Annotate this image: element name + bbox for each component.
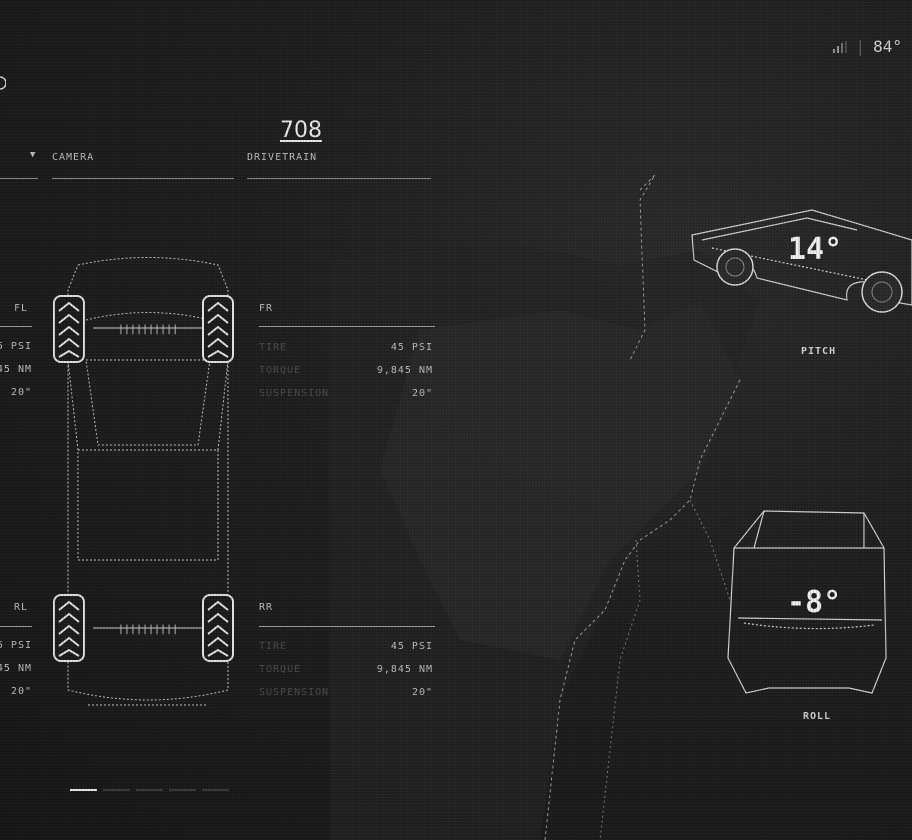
wheel-rl-tire: 45 PSI [0, 640, 32, 651]
speed-readout: 708 [280, 118, 322, 143]
wheel-rl-torque: 9,845 NM [0, 663, 32, 674]
tire-fr-icon[interactable] [202, 295, 234, 363]
tire-rr-icon[interactable] [202, 594, 234, 662]
axle-front-ticks: |||||||||| [118, 324, 178, 335]
temperature-readout: 84° [873, 37, 902, 56]
wheel-fr-suspension: 20" [411, 388, 433, 399]
chevron-down-icon[interactable]: ▼ [30, 150, 36, 160]
wheel-rr-label: RR [259, 602, 274, 613]
wheel-fl-tire: 45 PSI [0, 341, 32, 352]
page-dot-1[interactable] [70, 789, 97, 791]
wheel-rr-suspension: 20" [411, 687, 433, 698]
wheel-rl-specs: 45 PSI 9,845 NM 20" [0, 634, 32, 703]
tab-camera[interactable]: CAMERA [52, 152, 234, 179]
wheel-fr-divider [259, 326, 435, 327]
status-bar: | 84° [833, 37, 902, 56]
wheel-rl-label: RL [14, 602, 29, 613]
page-dot-5[interactable] [202, 789, 229, 791]
pitch-label: PITCH [801, 346, 837, 357]
axle-rear-ticks: |||||||||| [118, 624, 178, 635]
tab-drivetrain[interactable]: DRIVETRAIN [247, 152, 431, 179]
page-dot-2[interactable] [103, 789, 130, 791]
vehicle-topview-diagram: |||||||||| |||||||||| [67, 257, 229, 706]
wheel-fl-torque: 9,845 NM [0, 364, 32, 375]
page-dot-3[interactable] [136, 789, 163, 791]
vehicle-side-view-icon [691, 209, 912, 313]
status-separator: | [855, 37, 866, 56]
page-dot-4[interactable] [169, 789, 196, 791]
tab-camera-label: CAMERA [52, 152, 95, 163]
roll-value: -8° [787, 585, 842, 620]
tire-fl-icon[interactable] [53, 295, 85, 363]
tire-rl-icon[interactable] [53, 594, 85, 662]
wheel-rr-torque: 9,845 NM [376, 664, 433, 675]
wheel-rr-divider [259, 626, 435, 627]
wheel-fl-suspension: 20" [10, 387, 32, 398]
tab-drivetrain-label: DRIVETRAIN [247, 152, 318, 163]
pitch-value: 14° [788, 232, 843, 267]
wheel-rl-suspension: 20" [10, 686, 32, 697]
wheel-rr-tire: 45 PSI [390, 641, 433, 652]
edge-arc-icon [0, 76, 6, 90]
vehicle-rear-view-icon [727, 510, 887, 694]
wheel-fl-divider [0, 326, 32, 327]
signal-bars-icon [833, 40, 848, 53]
wheel-rl-divider [0, 626, 32, 627]
tab-left-partial[interactable] [0, 152, 38, 179]
wheel-fl-label: FL [14, 303, 29, 314]
wheel-fr-tire: 45 PSI [390, 342, 433, 353]
wheel-fr-label: FR [259, 303, 274, 314]
page-indicator[interactable] [70, 789, 229, 791]
roll-label: ROLL [803, 711, 832, 722]
wheel-fl-specs: 45 PSI 9,845 NM 20" [0, 335, 32, 404]
wheel-fr-torque: 9,845 NM [376, 365, 433, 376]
